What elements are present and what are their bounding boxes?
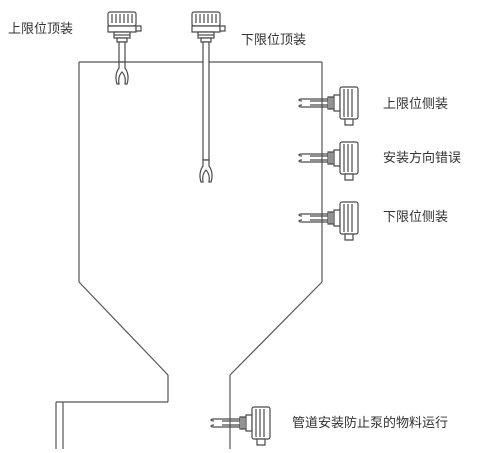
label-top-upper: 上限位顶装: [8, 22, 74, 37]
top-lower-limit-sensor: [191, 11, 226, 183]
side-upper-limit-sensor: [298, 86, 359, 126]
label-top-lower: 下限位顶装: [241, 33, 307, 48]
pipe-mount-sensor: [210, 406, 271, 446]
side-lower-limit-sensor: [298, 201, 359, 241]
tank-outline: [56, 62, 322, 449]
label-side-lower: 下限位侧装: [383, 210, 449, 225]
label-side-wrong: 安装方向错误: [383, 151, 462, 166]
label-pipe: 管道安装防止泵的物料运行: [292, 416, 449, 431]
top-upper-limit-sensor: [107, 11, 142, 85]
label-side-upper: 上限位侧装: [383, 97, 449, 112]
side-wrong-orientation-sensor: [298, 141, 359, 181]
